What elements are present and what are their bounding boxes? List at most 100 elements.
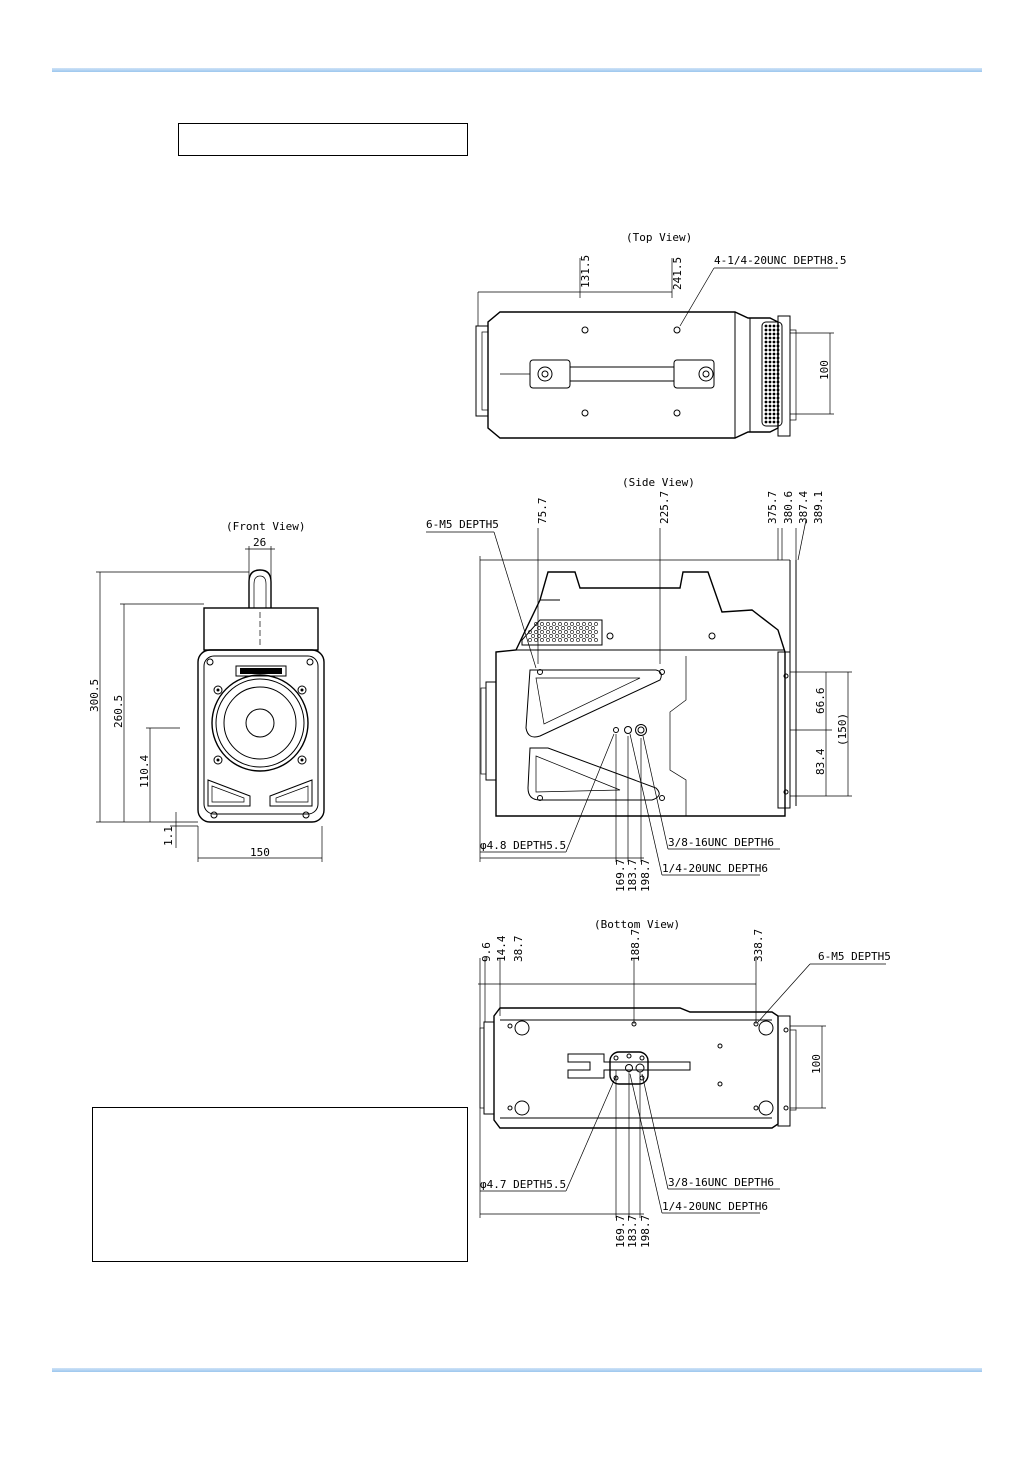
side-dim-225-7: 225.7 <box>658 491 671 524</box>
side-dim-375-7: 375.7 <box>766 491 779 524</box>
grill-dot <box>768 420 772 424</box>
mesh-hole <box>567 626 571 630</box>
bottom-lens-mount <box>483 1021 495 1115</box>
grill-dot <box>776 344 780 348</box>
front-dim-1-1: 1.1 <box>162 826 175 846</box>
grill-dot <box>772 412 776 416</box>
front-dim-260-5: 260.5 <box>112 695 125 728</box>
mesh-hole <box>537 626 541 630</box>
front-vent-left <box>207 779 251 807</box>
grill-dot <box>764 352 768 356</box>
grill-dot <box>772 376 776 380</box>
top-dim-241-5: 241.5 <box>671 257 684 290</box>
front-dim-150: 150 <box>250 846 270 859</box>
top-mount-holes <box>581 326 681 417</box>
grill-dot <box>764 368 768 372</box>
grill-dot <box>764 384 768 388</box>
title-box <box>178 123 468 156</box>
side-mount-holes <box>537 669 789 801</box>
grill-dot <box>772 380 776 384</box>
bottom-note-14unc: 1/4-20UNC DEPTH6 <box>662 1200 768 1213</box>
grill-dot <box>764 364 768 368</box>
bottom-dim-183-7: 183.7 <box>626 1215 639 1248</box>
grill-dot <box>768 416 772 420</box>
grill-dot <box>768 368 772 372</box>
grill-dot <box>764 392 768 396</box>
grill-dot <box>776 352 780 356</box>
grill-dot <box>772 360 776 364</box>
mesh-hole <box>579 634 583 638</box>
front-lens-inner <box>223 686 297 760</box>
grill-dot <box>772 400 776 404</box>
mesh-hole <box>573 634 577 638</box>
grill-dot <box>772 420 776 424</box>
bottom-dim-188-7: 188.7 <box>629 929 642 962</box>
notes-box <box>92 1107 468 1262</box>
grill-dot <box>768 356 772 360</box>
grill-dot <box>764 336 768 340</box>
grill-dot <box>764 360 768 364</box>
grill-dot <box>768 340 772 344</box>
top-body-outline <box>487 311 779 439</box>
grill-dot <box>764 400 768 404</box>
bottom-rail <box>567 1053 691 1079</box>
grill-dot <box>772 396 776 400</box>
front-view: (Front View) 26 <box>88 520 325 862</box>
grill-dot <box>768 400 772 404</box>
grill-dot <box>768 388 772 392</box>
grill-dot <box>768 364 772 368</box>
mesh-hole <box>546 638 550 642</box>
grill-dot <box>772 416 776 420</box>
mesh-hole <box>564 622 568 626</box>
mesh-hole <box>561 634 565 638</box>
grill-dot <box>776 348 780 352</box>
mesh-hole <box>576 630 580 634</box>
mesh-hole <box>546 622 550 626</box>
side-note-38unc: 3/8-16UNC DEPTH6 <box>668 836 774 849</box>
grill-dot <box>772 384 776 388</box>
grill-dot <box>764 332 768 336</box>
mesh-hole <box>546 630 550 634</box>
grill-dot <box>776 416 780 420</box>
grill-dot <box>776 400 780 404</box>
front-top-block <box>203 607 319 651</box>
mesh-hole <box>555 634 559 638</box>
grill-dot <box>776 396 780 400</box>
mesh-hole <box>564 638 568 642</box>
grill-dot <box>768 332 772 336</box>
grill-dot <box>768 404 772 408</box>
top-rear-panel <box>777 315 791 437</box>
grill-dot <box>764 328 768 332</box>
grill-dot <box>772 332 776 336</box>
front-body <box>197 649 325 823</box>
side-slot-lower <box>527 747 660 801</box>
grill-dot <box>772 328 776 332</box>
front-vent-right <box>269 779 313 807</box>
grill-dot <box>764 420 768 424</box>
mesh-hole <box>561 626 565 630</box>
side-dim-150: (150) <box>836 713 849 746</box>
front-view-title: (Front View) <box>226 520 305 533</box>
grill-dot <box>776 328 780 332</box>
mesh-hole <box>594 638 598 642</box>
bottom-dim-198-7: 198.7 <box>639 1215 652 1248</box>
grill-dot <box>776 336 780 340</box>
side-note-m5: 6-M5 DEPTH5 <box>426 518 499 531</box>
grill-dot <box>776 364 780 368</box>
front-dim-110-4: 110.4 <box>138 755 151 788</box>
grill-dot <box>776 340 780 344</box>
mesh-hole <box>594 630 598 634</box>
grill-dot <box>764 376 768 380</box>
grill-dot <box>768 360 772 364</box>
front-screws <box>206 658 314 819</box>
grill-dot <box>772 340 776 344</box>
side-view-title: (Side View) <box>622 476 695 489</box>
side-note-phi: φ4.8 DEPTH5.5 <box>480 839 566 852</box>
front-handle <box>248 569 272 608</box>
mesh-hole <box>540 630 544 634</box>
top-view: (Top View) <box>475 231 846 439</box>
mesh-hole <box>543 626 547 630</box>
mesh-hole <box>549 626 553 630</box>
mesh-hole <box>558 630 562 634</box>
grill-dot <box>764 408 768 412</box>
